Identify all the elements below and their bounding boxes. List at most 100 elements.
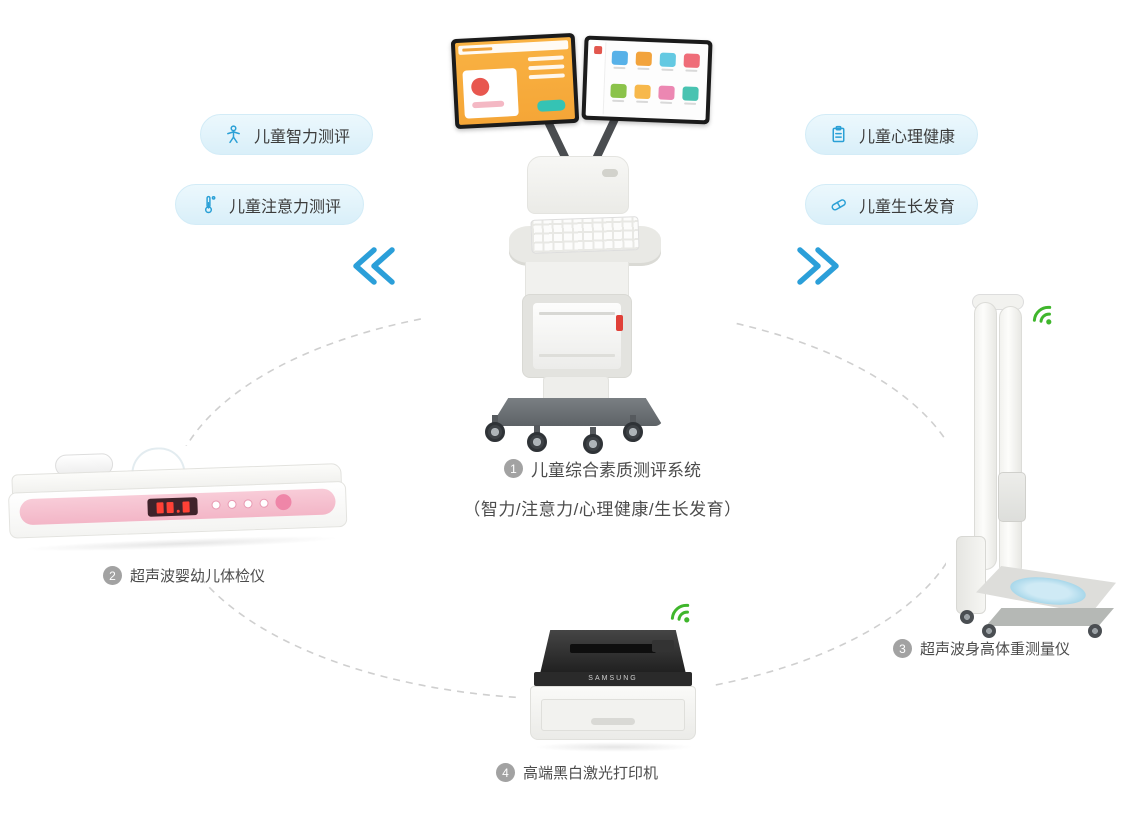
app-tile xyxy=(658,85,675,101)
led-dot xyxy=(176,509,180,513)
printer-control-panel xyxy=(652,640,674,652)
badge-growth: 儿童生长发育 xyxy=(805,184,979,225)
right-monitor-screen xyxy=(585,39,709,121)
height-weight-label: 超声波身高体重测量仪 xyxy=(920,641,1071,658)
double-chevron-right-icon xyxy=(797,247,839,285)
caster-stem xyxy=(492,415,498,424)
height-weight-caption: 3 超声波身高体重测量仪 xyxy=(893,638,1070,659)
app-tile xyxy=(682,86,699,101)
screen-action-button xyxy=(537,99,566,112)
badge-attention: 儿童注意力测评 xyxy=(175,184,365,225)
clipboard-icon xyxy=(832,125,845,143)
item-number-1: 1 xyxy=(504,459,523,478)
infant-scanner-caption: 2 超声波婴幼儿体检仪 xyxy=(103,565,265,586)
item-number-2: 2 xyxy=(103,566,122,585)
illustration-bar xyxy=(472,100,505,109)
tray-handle-notch xyxy=(591,718,635,725)
assessment-system-photo xyxy=(425,30,735,455)
caster-wheel xyxy=(485,422,505,442)
double-chevron-left-icon xyxy=(353,247,395,285)
printer-top-section xyxy=(540,630,686,674)
screen-header-bar xyxy=(458,40,569,55)
printer-label: 高端黑白激光打印机 xyxy=(523,765,659,782)
right-monitor xyxy=(581,35,713,125)
illustration-figure xyxy=(470,77,490,97)
system-subtitle: （智力/注意力/心理健康/生长发育） xyxy=(463,500,742,519)
cart-base xyxy=(491,398,663,426)
laser-printer-photo: SAMSUNG xyxy=(516,590,711,755)
scanner-button xyxy=(211,500,221,510)
app-tile xyxy=(610,83,627,99)
height-weight-device-photo xyxy=(946,286,1126,638)
badge-mental-health: 儿童心理健康 xyxy=(805,114,979,155)
capsule-icon xyxy=(831,199,846,211)
caster-stem xyxy=(590,427,596,436)
screen-illustration-card xyxy=(462,67,519,119)
printer-shadow xyxy=(534,742,694,752)
scanner-button xyxy=(259,498,269,508)
screen-sidebar xyxy=(587,41,607,115)
measuring-pole xyxy=(999,306,1022,578)
thermometer-icon xyxy=(204,195,216,214)
caster-wheel xyxy=(960,610,974,624)
badge-intelligence: 儿童智力测评 xyxy=(200,114,374,155)
badge-growth-label: 儿童生长发育 xyxy=(859,198,956,216)
screen-icon-grid xyxy=(610,50,703,115)
printer-detail-line xyxy=(539,354,615,357)
badge-attention-label: 儿童注意力测评 xyxy=(229,198,342,216)
screen-logo xyxy=(593,45,603,55)
caster-wheel xyxy=(623,422,643,442)
scanner-led-display xyxy=(147,497,198,517)
item-number-3: 3 xyxy=(893,639,912,658)
printer-detail-line xyxy=(539,312,615,315)
badge-mental-health-label: 儿童心理健康 xyxy=(859,128,956,146)
printer-brand-label: SAMSUNG xyxy=(534,672,692,686)
screen-header-text-bar xyxy=(462,47,493,52)
app-tile xyxy=(611,50,629,66)
led-segment xyxy=(155,501,164,514)
led-segment xyxy=(181,500,190,513)
printer-red-tag xyxy=(616,315,623,331)
platform-base xyxy=(986,608,1114,626)
item-number-4: 4 xyxy=(496,763,515,782)
printer-caption: 4 高端黑白激光打印机 xyxy=(496,762,658,783)
led-segment xyxy=(165,501,174,513)
wifi-icon xyxy=(670,603,690,623)
scanner-button xyxy=(227,499,237,510)
caster-stem xyxy=(534,425,540,434)
measuring-pole xyxy=(974,302,997,570)
printer-output-slot xyxy=(570,644,656,653)
left-monitor xyxy=(450,32,580,130)
infant-scanner-label: 超声波婴幼儿体检仪 xyxy=(130,568,266,585)
cart-handle xyxy=(602,169,618,177)
app-tile xyxy=(635,51,653,67)
keyboard xyxy=(530,216,640,254)
app-tile xyxy=(659,52,677,68)
printer-lower-body xyxy=(530,686,696,740)
scanner-button xyxy=(243,499,253,509)
stand-column xyxy=(956,536,986,614)
printer-paper-tray xyxy=(541,699,685,731)
infant-scanner-body xyxy=(3,439,352,573)
cart-body xyxy=(525,262,629,300)
caster-wheel xyxy=(982,624,996,638)
app-tile xyxy=(634,84,651,100)
left-monitor-screen xyxy=(454,37,576,125)
child-figure-icon xyxy=(227,125,240,144)
caster-wheel xyxy=(527,432,547,452)
system-title: 儿童综合素质测评系统 xyxy=(531,461,701,480)
system-caption-title-row: 1 儿童综合素质测评系统 xyxy=(420,456,785,481)
infant-scanner-photo xyxy=(5,446,350,568)
system-caption: 1 儿童综合素质测评系统 （智力/注意力/心理健康/生长发育） xyxy=(420,456,785,520)
wifi-icon xyxy=(1032,305,1052,325)
caster-stem xyxy=(630,415,636,424)
screen-text-lines xyxy=(527,55,565,84)
ultrasound-sensor-unit xyxy=(998,472,1026,522)
cart-top xyxy=(527,156,629,214)
caster-wheel xyxy=(1088,624,1102,638)
badge-intelligence-label: 儿童智力测评 xyxy=(254,128,351,146)
printer-bay xyxy=(522,294,632,378)
caster-wheel xyxy=(583,434,603,454)
app-tile xyxy=(683,53,701,69)
